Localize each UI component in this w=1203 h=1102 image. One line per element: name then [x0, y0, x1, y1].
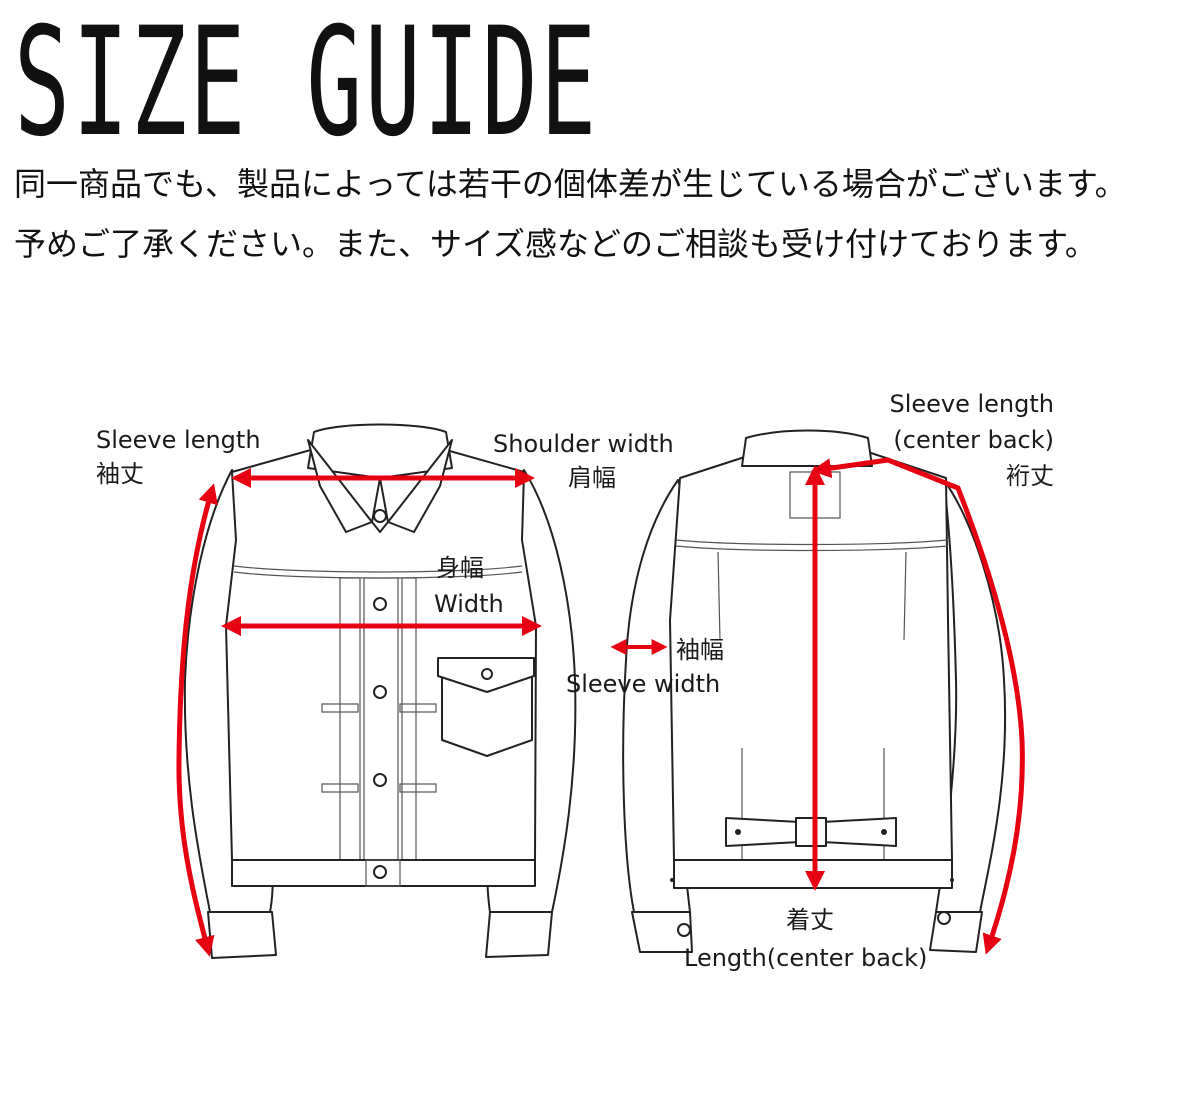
front-yoke-seam — [233, 565, 523, 573]
back-right-cuff-button — [937, 911, 951, 925]
sleeve-length-arrow — [176, 483, 218, 957]
back-left-cuff-button — [677, 923, 691, 937]
description-line-1: 同一商品でも、製品によっては若干の個体差が生じている場合がございます。 — [14, 165, 1127, 203]
front-waistband-tab — [365, 859, 401, 887]
front-right-cuff — [485, 911, 553, 958]
length-label-jp: 着丈 — [786, 906, 834, 934]
front-hand-slot-1 — [321, 703, 359, 713]
front-pocket-button — [481, 668, 493, 680]
sleeve-width-label-jp: 袖幅 — [676, 636, 724, 664]
description-line-2: 予めご了承ください。また、サイズ感などのご相談も受け付けております。 — [14, 225, 1097, 263]
sleeve-length-label-en: Sleeve length — [96, 426, 261, 454]
back-labels: Sleeve length (center back) 裄丈 袖幅 Sleeve… — [566, 390, 1054, 972]
width-label-en: Width — [434, 590, 504, 618]
front-button-3 — [373, 685, 387, 699]
front-button-5 — [373, 865, 387, 879]
front-jacket-illustration — [183, 423, 577, 959]
front-button-1 — [373, 509, 387, 523]
front-labels: Sleeve length 袖丈 Shoulder width 肩幅 身幅 Wi… — [96, 426, 674, 618]
front-button-2 — [373, 597, 387, 611]
back-collar — [741, 429, 873, 467]
sleeve-length-cb-label-jp: 裄丈 — [1006, 462, 1054, 490]
sleeve-width-label-en: Sleeve width — [566, 670, 720, 698]
front-left-cuff — [207, 911, 277, 959]
back-pleat-left — [717, 551, 721, 641]
length-label-en: Length(center back) — [684, 944, 927, 972]
front-hand-slot-4 — [399, 783, 437, 793]
sleeve-length-cb-label-en-2: (center back) — [893, 426, 1054, 454]
shoulder-width-label-jp: 肩幅 — [568, 464, 616, 492]
front-button-4 — [373, 773, 387, 787]
sleeve-length-center-back-arrow — [811, 457, 1025, 955]
shoulder-width-label-en: Shoulder width — [493, 430, 674, 458]
back-cinch-buckle — [795, 817, 827, 847]
page-title: SIZE GUIDE — [14, 0, 599, 170]
back-cinch-rivet-left — [735, 829, 741, 835]
sleeve-length-label-jp: 袖丈 — [96, 460, 144, 488]
back-side-dot-right — [950, 878, 954, 882]
back-left-cuff — [631, 911, 693, 953]
front-hand-slot-2 — [399, 703, 437, 713]
back-side-dot-left — [670, 878, 674, 882]
width-label-jp: 身幅 — [436, 554, 484, 582]
back-cinch-rivet-right — [881, 829, 887, 835]
sleeve-length-cb-label-en-1: Sleeve length — [889, 390, 1054, 418]
front-hand-slot-3 — [321, 783, 359, 793]
measurement-arrows — [176, 457, 1025, 957]
